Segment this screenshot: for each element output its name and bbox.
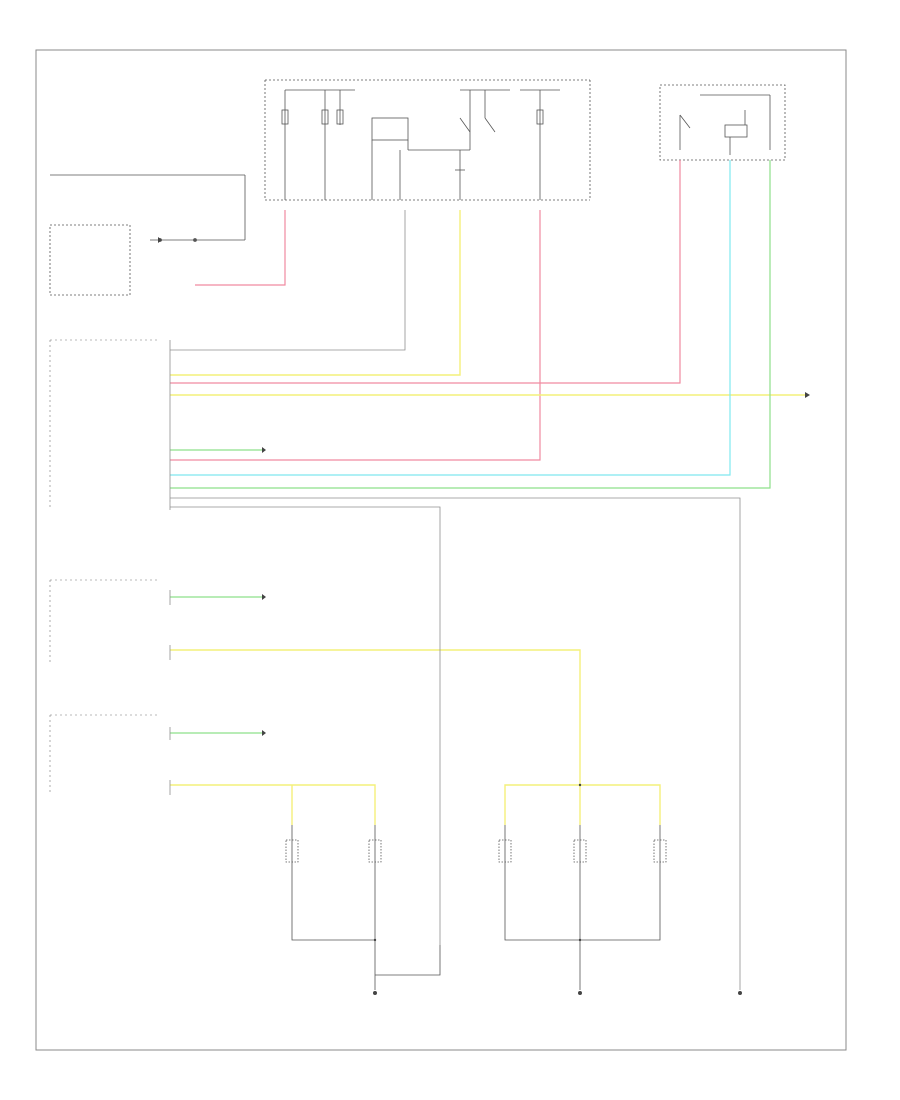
lower-switches — [285, 825, 667, 990]
gray-wires — [169, 210, 741, 990]
instrument-cluster-outline — [49, 339, 160, 795]
cyan-wire — [170, 160, 731, 476]
green-wires — [170, 160, 771, 734]
fuse-box — [264, 79, 591, 201]
page-border — [35, 49, 847, 1051]
pink-wires — [170, 160, 681, 461]
ground-symbols — [373, 783, 742, 995]
yellow-wires — [170, 210, 805, 825]
switch-module — [659, 84, 786, 161]
connector-arrows — [158, 237, 810, 736]
left-module — [49, 174, 246, 296]
